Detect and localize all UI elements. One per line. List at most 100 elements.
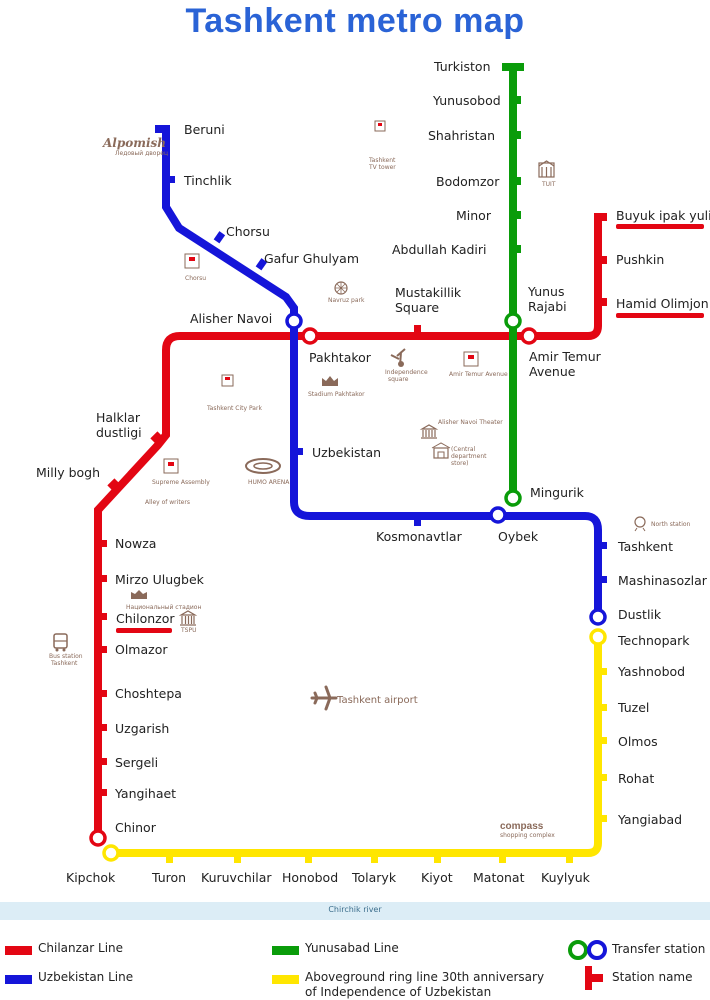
- station-mashinasozlar[interactable]: Mashinasozlar: [618, 573, 708, 588]
- bus-station-line2: Tashkent: [50, 660, 78, 667]
- station-kipchok[interactable]: Kipchok: [66, 870, 116, 885]
- station-minor[interactable]: Minor: [456, 208, 492, 223]
- station-name-icon: [585, 966, 603, 990]
- station-yangiabad[interactable]: Yangiabad: [617, 812, 682, 827]
- station-tolaryk[interactable]: Tolaryk: [351, 870, 397, 885]
- north-station-label: North station: [651, 521, 691, 528]
- landmark-chorsu: Chorsu: [184, 253, 206, 282]
- station-sergeli[interactable]: Sergeli: [115, 755, 158, 770]
- supreme-label: Supreme Assembly: [152, 479, 210, 486]
- station-hamid-olimjon[interactable]: Hamid Olimjon: [616, 296, 709, 311]
- station-amir-temur-line1: Amir Temur: [529, 349, 602, 364]
- central-store-line3: store): [451, 460, 469, 467]
- chilanzar-line: [94, 213, 607, 838]
- legend-ring-label: Aboveground ring line 30th anniversary o…: [305, 970, 544, 1000]
- national-stadium-label: Национальный стадион: [126, 604, 201, 611]
- station-uzbekistan[interactable]: Uzbekistan: [312, 445, 381, 460]
- highlight-buyuk-ipak-yuli: [616, 224, 704, 229]
- yunusabad-ticks: [513, 96, 521, 253]
- alley-label: Alley of writers: [145, 499, 190, 506]
- station-yashnobod[interactable]: Yashnobod: [617, 664, 685, 679]
- store-icon: [433, 447, 449, 459]
- station-bodomzor[interactable]: Bodomzor: [436, 174, 500, 189]
- station-turkiston[interactable]: Turkiston: [433, 59, 491, 74]
- station-abdullah-kadiri[interactable]: Abdullah Kadiri: [392, 242, 487, 257]
- national-stadium-icon: [131, 590, 147, 599]
- alpomish-logo: Alpomish: [102, 136, 166, 150]
- transfer-alisher-navoi-pakhtakor[interactable]: [285, 312, 319, 345]
- station-honobod[interactable]: Honobod: [282, 870, 338, 885]
- map-title: Tashkent metro map: [185, 2, 525, 40]
- uzbekistan-ticks: [166, 176, 607, 583]
- station-kuylyuk[interactable]: Kuylyuk: [541, 870, 591, 885]
- station-oybek[interactable]: Oybek: [498, 529, 539, 544]
- station-kiyot[interactable]: Kiyot: [421, 870, 453, 885]
- station-mustakillik-line1: Mustakillik: [395, 285, 462, 300]
- station-pushkin[interactable]: Pushkin: [616, 252, 664, 267]
- station-chorsu[interactable]: Chorsu: [226, 224, 270, 239]
- chorsu-label: Chorsu: [185, 275, 206, 282]
- station-rohat[interactable]: Rohat: [618, 771, 654, 786]
- station-technopark[interactable]: Technopark: [617, 633, 690, 648]
- landmark-city-park: Tashkent City Park: [206, 374, 262, 412]
- station-tuzel[interactable]: Tuzel: [617, 700, 649, 715]
- ring-line: [111, 637, 602, 857]
- landmark-tspu: TSPU: [178, 610, 198, 634]
- station-pakhtakor[interactable]: Pakhtakor: [309, 350, 372, 365]
- humo-label: HUMO ARENA: [248, 479, 290, 486]
- station-shahristan[interactable]: Shahristan: [428, 128, 495, 143]
- station-matonat[interactable]: Matonat: [473, 870, 525, 885]
- station-dustlik[interactable]: Dustlik: [618, 607, 662, 622]
- station-chilonzor[interactable]: Chilonzor: [116, 611, 175, 626]
- station-mirzo-ulugbek[interactable]: Mirzo Ulugbek: [115, 572, 205, 587]
- station-alisher-navoi[interactable]: Alisher Navoi: [190, 311, 272, 326]
- station-beruni[interactable]: Beruni: [184, 122, 225, 137]
- station-turon[interactable]: Turon: [151, 870, 186, 885]
- compass-logo: compass: [500, 821, 544, 832]
- landmark-navruz: Navruz park: [328, 281, 365, 304]
- legend-yunusabad-label: Yunusabad Line: [305, 941, 399, 955]
- station-kosmonavtlar[interactable]: Kosmonavtlar: [376, 529, 463, 544]
- ring-ticks: [166, 668, 607, 863]
- legend-uzbekistan-label: Uzbekistan Line: [38, 970, 134, 984]
- station-uzgarish[interactable]: Uzgarish: [115, 721, 169, 736]
- station-milly-bogh[interactable]: Milly bogh: [36, 465, 100, 480]
- landmark-alley: Alley of writers: [145, 499, 190, 506]
- transfer-chinor-kipchok[interactable]: [89, 829, 120, 862]
- transfer-station-icon: [568, 940, 607, 960]
- station-kuruvchilar[interactable]: Kuruvchilar: [201, 870, 272, 885]
- station-gafur-ghulyam[interactable]: Gafur Ghulyam: [264, 251, 359, 266]
- transfer-yunus-rajabi-amir-temur[interactable]: [504, 312, 538, 345]
- station-tinchlik[interactable]: Tinchlik: [183, 173, 232, 188]
- stadium-label: Stadium Pakhtakor: [308, 391, 365, 398]
- station-choshtepa[interactable]: Choshtepa: [115, 686, 182, 701]
- transfer-dustlik-technopark[interactable]: [589, 608, 607, 646]
- landmark-humo-arena: HUMO ARENA: [245, 458, 290, 486]
- navoi-theater-label: Alisher Navoi Theater: [438, 419, 503, 426]
- legend-transfer-label: Transfer station: [612, 942, 706, 956]
- station-mustakillik-line2: Square: [395, 300, 439, 315]
- legend-station-label: Station name: [612, 970, 693, 984]
- station-nowza[interactable]: Nowza: [115, 536, 156, 551]
- legend-swatch-uzbekistan: [5, 975, 32, 984]
- station-yunusobod[interactable]: Yunusobod: [432, 93, 501, 108]
- station-mingurik[interactable]: Mingurik: [530, 485, 585, 500]
- station-buyuk-ipak-yuli[interactable]: Buyuk ipak yuli: [616, 208, 710, 223]
- alpomish-sub: Ледовый дворец: [115, 150, 168, 157]
- station-yangihaet[interactable]: Yangihaet: [114, 786, 176, 801]
- transfer-mingurik-oybek[interactable]: [489, 489, 522, 524]
- airplane-icon: [310, 685, 338, 711]
- station-olmazor[interactable]: Olmazor: [115, 642, 168, 657]
- station-tashkent[interactable]: Tashkent: [617, 539, 673, 554]
- legend-ring-line1: Aboveground ring line 30th anniversary: [305, 970, 545, 984]
- station-chinor[interactable]: Chinor: [115, 820, 157, 835]
- landmark-airport: Tashkent airport: [310, 685, 418, 711]
- station-olmos[interactable]: Olmos: [618, 734, 658, 749]
